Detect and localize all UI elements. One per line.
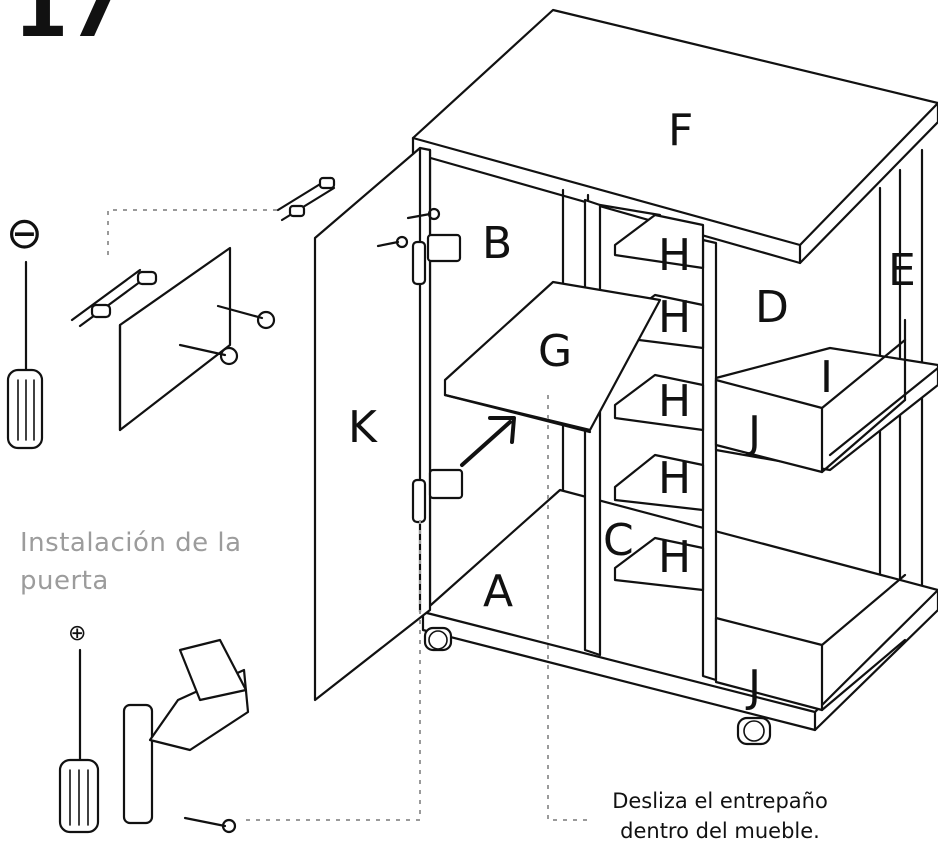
svg-text:⊖: ⊖ [6,208,43,259]
svg-text:⊕: ⊕ [68,621,86,646]
part-label-e: E [888,245,916,296]
handle-icon [276,176,336,222]
part-label-g: G [538,326,572,377]
part-label-h: H [658,532,691,583]
part-label-c: C [603,515,634,566]
step-heading: Instalación de la puerta [20,528,242,596]
part-label-f: F [668,105,693,156]
part-label-k: K [348,402,378,453]
screw-icon [376,207,441,249]
part-label-d: D [755,282,789,333]
part-label-a: A [483,566,513,617]
part-label-h: H [658,453,691,504]
part-label-h: H [658,376,691,427]
phillips-screwdriver-icon: ⊕ [58,621,100,834]
flathead-screwdriver-icon: ⊖ [6,208,44,450]
handle-detail [70,246,276,432]
wheel [423,626,772,746]
hinge-icon [411,233,464,524]
guide-line [107,209,590,821]
shelf-g [443,280,662,432]
shelf-instruction: Desliza el entrepaño dentro del mueble. [612,789,828,843]
part-label-h: H [658,230,691,281]
part-label-j: J [745,661,761,712]
door-k [313,146,432,702]
part-label-i: I [820,352,833,403]
hinge-detail [122,638,250,834]
part-label-j: J [745,407,761,458]
arrow-icon [460,416,516,467]
part-label-h: H [658,292,691,343]
part-label-b: B [482,218,512,269]
step-number: 17 [14,0,123,55]
